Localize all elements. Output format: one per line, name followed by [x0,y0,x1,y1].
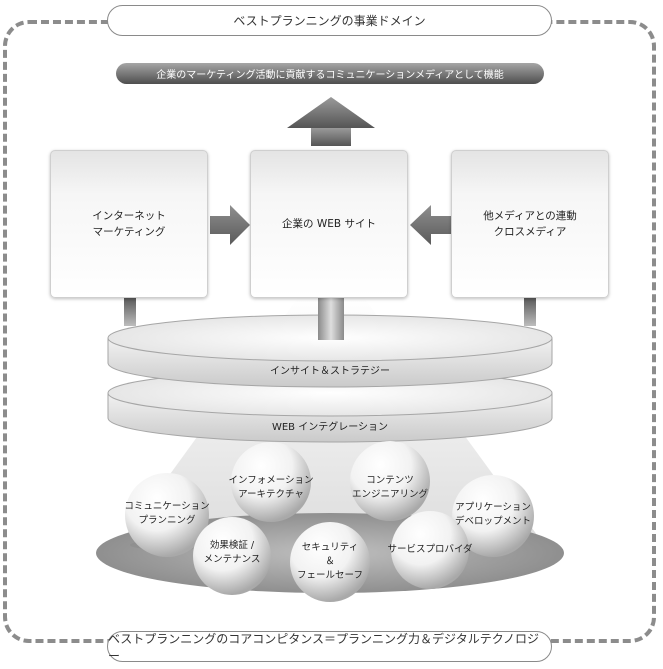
sphere-communication-planning [125,473,209,557]
sphere-label-application-development: アプリケーション デベロップメント [454,502,532,527]
box-cross-media-label: 他メディアとの連動 クロスメディア [483,210,577,238]
sphere-effect-verification [193,517,271,595]
sphere-label-effect-verification: 効果検証 / メンテナンス [203,540,261,565]
center-pillar [318,298,344,340]
sphere-label-service-provider: サービスプロバイダ [387,544,473,555]
layer-label-insight-strategy: インサイト＆ストラテジー [270,366,390,377]
sphere-label-security-failsafe: セキュリティ ＆ フェールセーフ [297,542,363,581]
left-arrow-icon [410,205,451,245]
up-arrow-icon [287,97,375,146]
box-internet-marketing-label: インターネット マーケティング [92,210,166,238]
page-title: ベストプランニングの事業ドメイン [107,5,552,36]
box-cross-media: 他メディアとの連動 クロスメディア [451,150,609,298]
sphere-service-provider [391,511,469,589]
sphere-label-contents-engineering: コンテンツ エンジニアリング [351,475,429,500]
sphere-contents-engineering [350,441,430,521]
box-corporate-website: 企業の WEB サイト [250,150,408,298]
sphere-label-communication-planning: コミュニケーション プランニング [124,501,210,526]
sphere-security-failsafe [290,522,370,602]
layer-label-web-integration: WEB インテグレーション [271,422,389,433]
sphere-application-development [452,475,534,557]
right-arrow-icon [210,205,250,245]
purpose-banner: 企業のマーケティング活動に貢献するコミュニケーションメディアとして機能 [116,63,544,84]
sphere-information-architecture [231,442,311,522]
box-internet-marketing: インターネット マーケティング [50,150,208,298]
core-competence-caption: ベストプランニングのコアコンピタンス＝プランニング力＆デジタルテクノロジー [107,631,552,663]
sphere-label-information-architecture: インフォメーション アーキテクチャ [228,475,314,500]
box-corporate-website-label: 企業の WEB サイト [282,218,376,230]
